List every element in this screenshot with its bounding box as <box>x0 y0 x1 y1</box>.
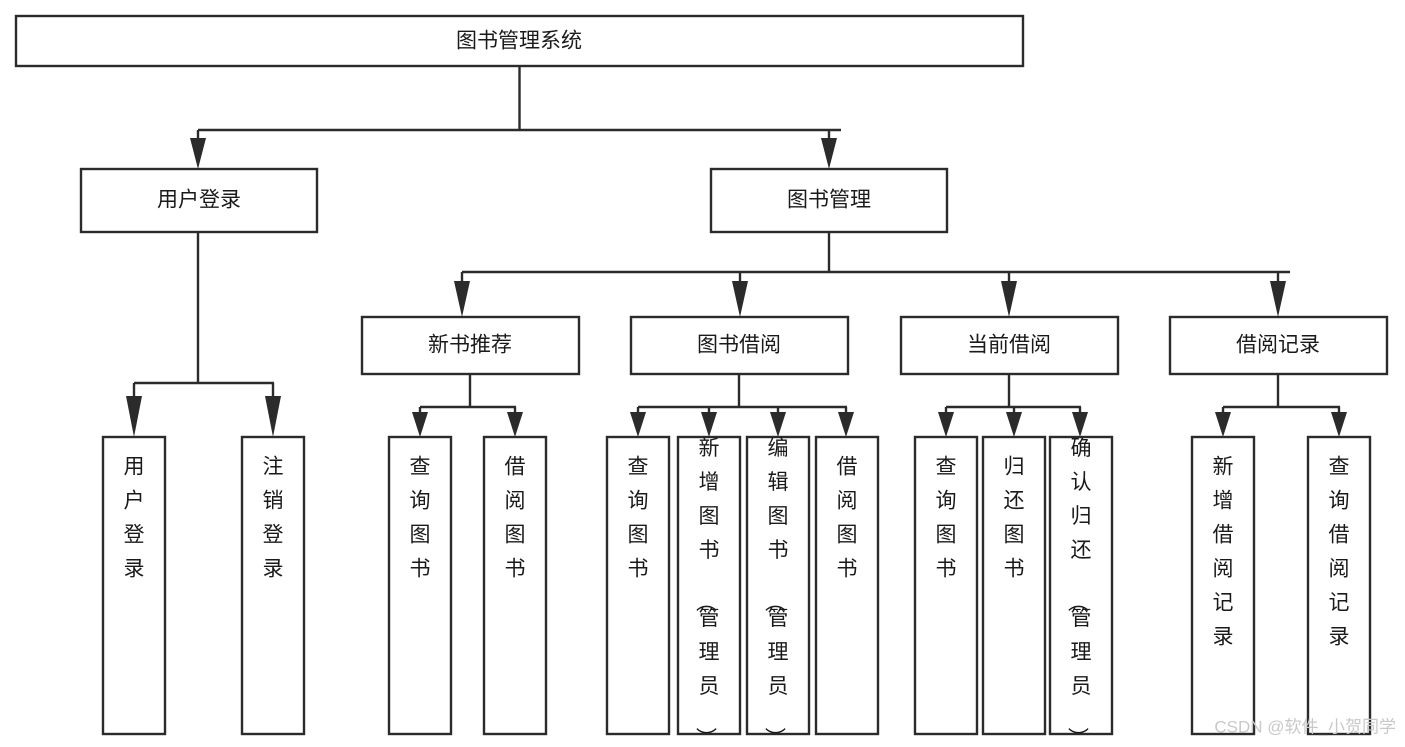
arrow-head-current-borrow <box>1001 281 1017 317</box>
leaf-query-book-a-box[interactable] <box>387 435 453 736</box>
leaf-node[interactable]: 确认归还（管理员） <box>1048 435 1114 747</box>
leaf-node[interactable]: 新增借阅记录 <box>1190 435 1256 736</box>
arrow-head-leaf-query-record <box>1331 412 1347 437</box>
leaf-borrow-book-b-label: 借阅图书 <box>837 456 858 581</box>
arrow-head-leaf-query-book-c <box>938 412 954 437</box>
leaf-query-book-a-label: 查询图书 <box>410 456 431 581</box>
leaf-borrow-book-a-label: 借阅图书 <box>505 456 526 581</box>
leaf-confirm-return-box[interactable] <box>1048 435 1114 736</box>
leaf-layer: 用户登录 注销登录 查询图书 借阅图书 查询图书 新增图书（管理员） 编辑图书（管理员） 借阅… <box>101 435 1372 747</box>
node-new-book-rec-box[interactable] <box>360 315 581 376</box>
leaf-node[interactable]: 注销登录 <box>240 435 306 736</box>
leaf-confirm-return-label: 确认归还（管理员） <box>1066 437 1092 747</box>
node-book-manage-box[interactable] <box>709 167 949 234</box>
leaf-add-book-label: 新增图书（管理员） <box>694 437 720 747</box>
node-borrow-record-label: 借阅记录 <box>1236 334 1320 357</box>
node-new-book-rec-label: 新书推荐 <box>428 334 512 357</box>
leaf-node[interactable]: 查询图书 <box>913 435 979 736</box>
leaf-edit-book-label: 编辑图书（管理员） <box>763 437 789 747</box>
connector-layer <box>126 66 1347 437</box>
node-new-book-rec[interactable]: 新书推荐 <box>360 315 581 376</box>
leaf-query-record-label: 查询借阅记录 <box>1329 456 1350 649</box>
leaf-node[interactable]: 查询图书 <box>387 435 453 736</box>
node-book-manage[interactable]: 图书管理 <box>709 167 949 234</box>
leaf-query-book-b-label: 查询图书 <box>628 456 649 581</box>
arrow-head-leaf-query-book-a <box>412 412 428 437</box>
leaf-add-record-label: 新增借阅记录 <box>1213 456 1234 649</box>
edge-user-login-to-leaves <box>126 232 281 437</box>
leaf-user-login-label: 用户登录 <box>124 456 145 581</box>
leaf-query-book-c-label: 查询图书 <box>936 456 957 581</box>
node-user-login-label: 用户登录 <box>157 189 241 212</box>
node-user-login-box[interactable] <box>79 167 319 234</box>
leaf-node[interactable]: 借阅图书 <box>814 435 880 736</box>
arrow-head-new-book-rec <box>454 281 470 317</box>
leaf-node[interactable]: 新增图书（管理员） <box>676 435 742 747</box>
leaf-node[interactable]: 用户登录 <box>101 435 167 736</box>
arrow-head-leaf-add-book <box>701 412 717 437</box>
edge-current-borrow-to-leaves <box>938 374 1088 437</box>
leaf-return-book-label: 归还图书 <box>1004 456 1025 581</box>
arrow-head-leaf-return-book <box>1006 412 1022 437</box>
node-book-borrow[interactable]: 图书借阅 <box>629 315 850 376</box>
leaf-borrow-book-a-box[interactable] <box>482 435 548 736</box>
leaf-return-book-box[interactable] <box>981 435 1047 736</box>
leaf-query-book-c-box[interactable] <box>913 435 979 736</box>
edge-book-manage-to-level3 <box>454 232 1290 317</box>
arrow-head-leaf-add-record <box>1215 412 1231 437</box>
leaf-user-login-box[interactable] <box>101 435 167 736</box>
leaf-query-record-box[interactable] <box>1306 435 1372 736</box>
edge-root-to-level2 <box>190 66 841 169</box>
node-root[interactable]: 图书管理系统 <box>14 14 1025 68</box>
node-borrow-record[interactable]: 借阅记录 <box>1168 315 1389 376</box>
arrow-head-leaf-logout-login <box>265 396 281 437</box>
node-current-borrow-box[interactable] <box>899 315 1120 376</box>
node-root-label: 图书管理系统 <box>456 30 582 53</box>
node-book-borrow-box[interactable] <box>629 315 850 376</box>
leaf-borrow-book-b-box[interactable] <box>814 435 880 736</box>
edge-book-borrow-to-leaves <box>630 374 854 437</box>
leaf-node[interactable]: 查询图书 <box>605 435 671 736</box>
arrow-head-leaf-edit-book <box>770 412 786 437</box>
csdn-watermark: CSDN @软件_小贺同学 <box>1214 717 1396 736</box>
node-book-manage-label: 图书管理 <box>787 189 871 212</box>
arrow-head-leaf-query-book-b <box>630 412 646 437</box>
arrow-head-book-borrow <box>732 281 748 317</box>
node-root-box[interactable] <box>14 14 1025 68</box>
leaf-logout-login-box[interactable] <box>240 435 306 736</box>
arrow-head-user-login <box>190 138 206 169</box>
arrow-head-leaf-borrow-book-b <box>838 412 854 437</box>
arrow-head-leaf-confirm-return <box>1072 412 1088 437</box>
leaf-edit-book-box[interactable] <box>745 435 811 736</box>
edge-borrow-record-to-leaves <box>1215 374 1347 437</box>
leaf-add-book-box[interactable] <box>676 435 742 736</box>
node-current-borrow-label: 当前借阅 <box>967 334 1051 357</box>
leaf-add-record-box[interactable] <box>1190 435 1256 736</box>
leaf-node[interactable]: 查询借阅记录 <box>1306 435 1372 736</box>
arrow-head-borrow-record <box>1270 281 1286 317</box>
node-borrow-record-box[interactable] <box>1168 315 1389 376</box>
node-user-login[interactable]: 用户登录 <box>79 167 319 234</box>
leaf-logout-login-label: 注销登录 <box>263 456 284 581</box>
leaf-node[interactable]: 归还图书 <box>981 435 1047 736</box>
edge-new-book-rec-to-leaves <box>412 374 523 437</box>
arrow-head-leaf-user-login <box>126 396 142 437</box>
arrow-head-book-manage <box>821 138 837 169</box>
leaf-node[interactable]: 编辑图书（管理员） <box>745 435 811 747</box>
node-current-borrow[interactable]: 当前借阅 <box>899 315 1120 376</box>
arrow-head-leaf-borrow-book-a <box>507 412 523 437</box>
node-book-borrow-label: 图书借阅 <box>697 334 781 357</box>
leaf-node[interactable]: 借阅图书 <box>482 435 548 736</box>
leaf-query-book-b-box[interactable] <box>605 435 671 736</box>
